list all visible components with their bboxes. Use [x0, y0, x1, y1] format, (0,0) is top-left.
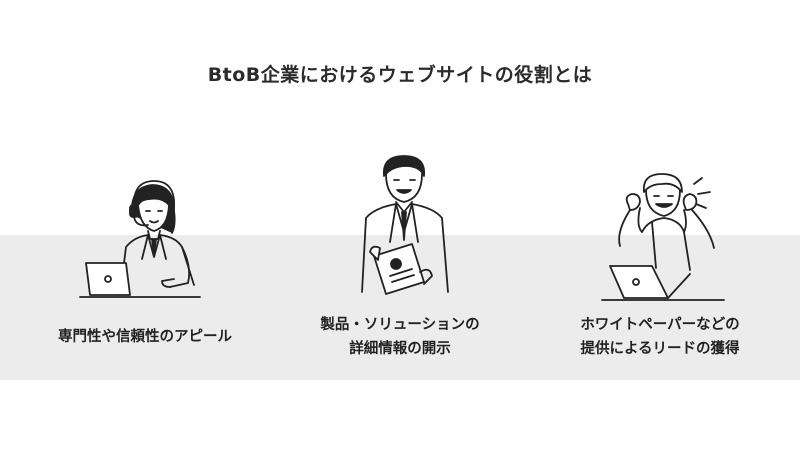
- role-label-expertise: 専門性や信頼性のアピール: [20, 325, 270, 349]
- label-line: 提供によるリードの獲得: [580, 341, 740, 357]
- role-label-product-info: 製品・ソリューションの 詳細情報の開示: [275, 313, 525, 361]
- label-line: 専門性や信頼性のアピール: [58, 329, 232, 345]
- label-line: ホワイトペーパーなどの: [580, 317, 740, 333]
- role-label-lead-generation: ホワイトペーパーなどの 提供によるリードの獲得: [535, 313, 785, 361]
- operator-headset-laptop-icon: [70, 175, 220, 300]
- label-line: 製品・ソリューションの: [320, 317, 480, 333]
- page-title: BtoB企業におけるウェブサイトの役割とは: [207, 64, 593, 86]
- excited-person-laptop-icon: [598, 170, 728, 305]
- label-line: 詳細情報の開示: [349, 341, 451, 357]
- businessman-brochure-icon: [350, 152, 460, 302]
